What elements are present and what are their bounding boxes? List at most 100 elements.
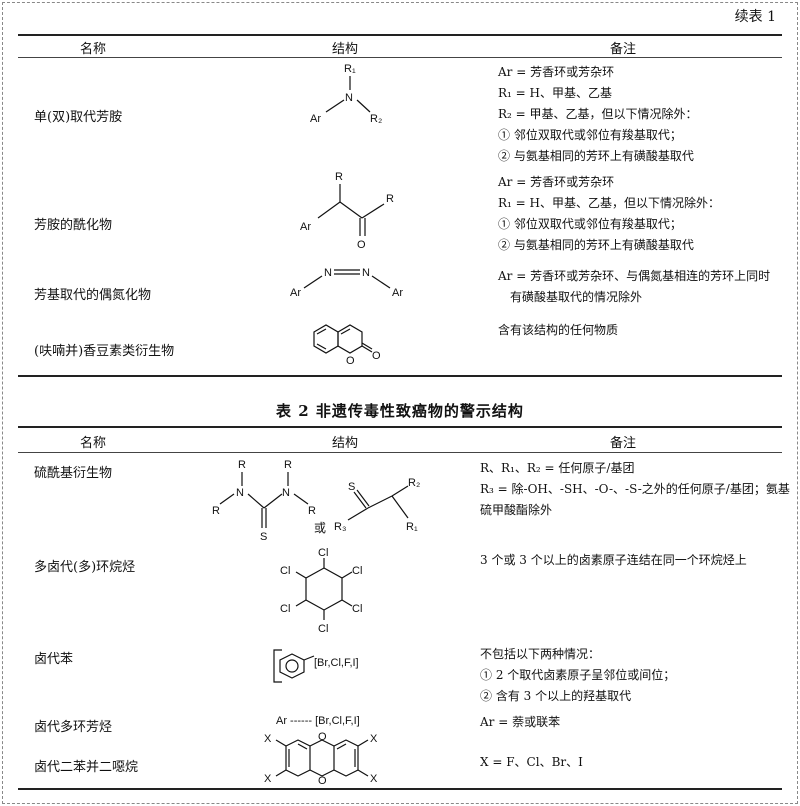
t2-header-name: 名称: [80, 436, 107, 451]
label-ar: Ar: [392, 287, 403, 299]
label-cl: Cl: [318, 623, 328, 635]
t2-row1-notes: R、R₁、R₂ = 任何原子/基团 R₃ = 除-OH、-SH、-O-、-S-之…: [480, 458, 790, 521]
t1-header-name: 名称: [80, 42, 107, 57]
t2-row5-notes: X = F、Cl、Br、I: [480, 752, 583, 773]
label-o: O: [346, 355, 355, 367]
label-cl: Cl: [352, 603, 362, 615]
t2-header-notes: 备注: [610, 436, 637, 451]
label-ar: Ar: [290, 287, 301, 299]
structure-aromatic-amine-acylate: R Ar R O: [300, 171, 394, 251]
label-x: X: [264, 773, 272, 785]
t2-row4-notes: Ar = 萘或联苯: [480, 712, 560, 733]
note-line: ① 邻位双取代或邻位有羧基取代；: [498, 217, 682, 231]
label-halogen: [Br,Cl,F,I]: [314, 657, 359, 669]
note-line: 有磺酸基取代的情况除外: [510, 290, 643, 304]
label-r1: R₁: [406, 521, 418, 533]
label-o: O: [318, 775, 327, 787]
t2-header-structure: 结构: [332, 436, 359, 451]
table1-header-rule: [18, 57, 782, 58]
label-cl: Cl: [352, 565, 362, 577]
note-line: 不包括以下两种情况：: [480, 647, 601, 661]
note-line: ② 含有 3 个以上的羟基取代: [480, 689, 632, 703]
note-line: R₃ = 除-OH、-SH、-O-、-S-之外的任何原子/基团；氨基: [480, 482, 790, 496]
label-o: O: [357, 239, 366, 251]
t1-row3-notes: Ar = 芳香环或芳杂环、与偶氮基相连的芳环上同时 有磺酸基取代的情况除外: [498, 266, 770, 308]
t1-row4-notes: 含有该结构的任何物质: [498, 320, 618, 341]
t1-header-notes: 备注: [610, 42, 637, 57]
label-r: R: [284, 459, 292, 471]
structure-substituted-aromatic-amine: R₁ N Ar R₂: [310, 63, 382, 125]
note-line: ② 与氨基相同的芳环上有磺酸基取代: [498, 238, 694, 252]
continuation-label: 续表 1: [734, 9, 776, 25]
label-r3: R₃: [334, 521, 346, 533]
label-n: N: [236, 487, 244, 499]
note-line: Ar = 芳香环或芳杂环、与偶氮基相连的芳环上同时: [498, 269, 771, 283]
structure-thiocarbonyl-derivatives: R N R N R R S 或 S R₃ R₂ R₁: [212, 459, 420, 543]
label-r: R: [386, 193, 394, 205]
label-n: N: [324, 267, 332, 279]
structure-halo-polycyclic-aromatic: Ar ------ [Br,Cl,F,I]: [276, 715, 360, 727]
t2-row3-notes: 不包括以下两种情况： ① 2 个取代卤素原子呈邻位或间位； ② 含有 3 个以上…: [480, 644, 675, 707]
note-line: 硫甲酸酯除外: [480, 503, 553, 517]
table2-bottom-rule: [18, 788, 782, 790]
note-line: R₁ = H、甲基、乙基: [498, 86, 612, 100]
label-x: X: [370, 733, 378, 745]
note-line: Ar = 芳香环或芳杂环: [498, 65, 615, 79]
table2-title: 表 2 非遗传毒性致癌物的警示结构: [276, 402, 524, 420]
note-line: R₂ = 甲基、乙基，但以下情况除外：: [498, 107, 698, 121]
label-ar-halogen: Ar ------ [Br,Cl,F,I]: [276, 715, 360, 727]
t2-row2-notes: 3 个或 3 个以上的卤素原子连结在同一个环烷烃上: [480, 550, 747, 571]
note-line: ② 与氨基相同的芳环上有磺酸基取代: [498, 149, 694, 163]
note-line: R₁ = H、甲基、乙基，但以下情况除外：: [498, 196, 720, 210]
label-r: R: [238, 459, 246, 471]
t1-row3-name: 芳基取代的偶氮化物: [34, 288, 152, 303]
label-o: O: [372, 350, 381, 362]
label-s: S: [260, 531, 267, 543]
t1-row2-name: 芳胺的酰化物: [34, 218, 113, 233]
label-ar: Ar: [300, 221, 311, 233]
label-n: N: [345, 92, 353, 104]
table2-header-rule: [18, 452, 782, 453]
t2-row4-name: 卤代多环芳烃: [34, 720, 113, 735]
label-or: 或: [314, 521, 326, 535]
note-line: Ar = 萘或联苯: [480, 715, 561, 729]
label-s: S: [348, 481, 355, 493]
note-line: 3 个或 3 个以上的卤素原子连结在同一个环烷烃上: [480, 553, 747, 567]
t1-row4-name: (呋喃并)香豆素类衍生物: [34, 344, 175, 359]
label-r2: R₂: [370, 113, 382, 125]
label-r: R: [308, 505, 316, 517]
label-o: O: [318, 731, 327, 743]
table2-top-rule: [18, 426, 782, 428]
label-cl: Cl: [318, 547, 328, 559]
structure-coumarin: O O: [313, 324, 381, 367]
structure-polyhalo-cycloalkane: Cl Cl Cl Cl Cl Cl: [280, 547, 362, 635]
label-x: X: [370, 773, 378, 785]
table1-bottom-rule: [18, 375, 782, 377]
structure-aryl-azo-compound: Ar N N Ar: [290, 267, 403, 299]
t2-row2-name: 多卤代(多)环烷烃: [34, 560, 136, 575]
t1-row1-notes: Ar = 芳香环或芳杂环 R₁ = H、甲基、乙基 R₂ = 甲基、乙基，但以下…: [498, 62, 698, 167]
label-cl: Cl: [280, 603, 290, 615]
note-line: R、R₁、R₂ = 任何原子/基团: [480, 461, 635, 475]
note-line: ① 邻位双取代或邻位有羧基取代；: [498, 128, 682, 142]
label-r2: R₂: [408, 477, 420, 489]
label-n: N: [362, 267, 370, 279]
structure-halo-dibenzodioxin: O O X X X X: [264, 731, 378, 787]
label-x: X: [264, 733, 272, 745]
t2-row1-name: 硫酰基衍生物: [34, 466, 113, 481]
label-n: N: [282, 487, 290, 499]
label-cl: Cl: [280, 565, 290, 577]
note-line: ① 2 个取代卤素原子呈邻位或间位；: [480, 668, 676, 682]
t1-row1-name: 单(双)取代芳胺: [34, 110, 123, 125]
label-r1: R₁: [344, 63, 356, 75]
label-r: R: [335, 171, 343, 183]
label-ar: Ar: [310, 113, 321, 125]
label-r: R: [212, 505, 220, 517]
t2-row3-name: 卤代苯: [34, 652, 74, 667]
note-line: Ar = 芳香环或芳杂环: [498, 175, 615, 189]
t2-row5-name: 卤代二苯并二噁烷: [34, 760, 139, 775]
table1-top-rule: [18, 34, 782, 36]
t1-header-structure: 结构: [332, 42, 359, 57]
note-line: X = F、Cl、Br、I: [480, 755, 583, 769]
